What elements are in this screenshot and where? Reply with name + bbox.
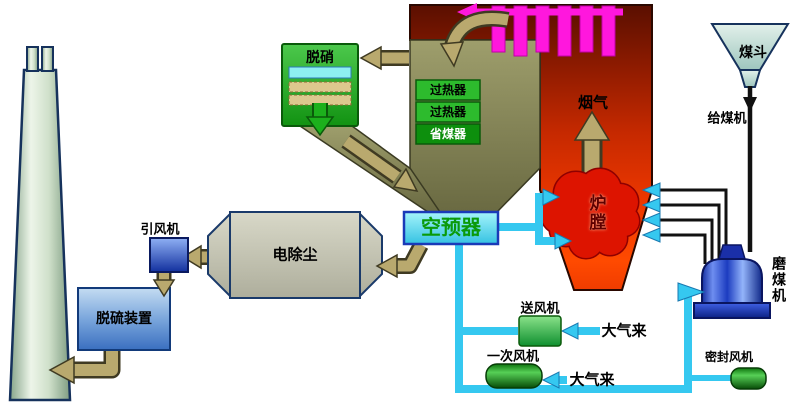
coal-feeder-line (743, 86, 757, 252)
coal-pipe-arrowheads (641, 182, 661, 243)
denox-unit (281, 43, 359, 137)
denox-catalyst-layer-1 (288, 81, 352, 93)
superheater-2-plate (415, 101, 481, 123)
air-inlet-1-label: 大气来 (601, 322, 647, 340)
furnace-flame-cloud (539, 167, 641, 260)
fgd-label: 脱硫装置 (96, 310, 152, 326)
coal-mill-shape (693, 244, 771, 319)
aph-to-esp-arrow (375, 241, 429, 279)
superheater-1-label: 过热器 (429, 83, 467, 97)
coal-feeder-label: 给煤机 (707, 110, 747, 126)
air-inlet-2-arrow (541, 371, 560, 389)
denox-label: 脱硝 (306, 49, 334, 65)
economizer-plate (415, 123, 481, 145)
air-preheater-label: 空预器 (421, 217, 481, 239)
id-fan-label: 引风机 (140, 221, 180, 237)
chimney (8, 46, 72, 402)
fgd-box (77, 287, 171, 351)
furnace-label: 炉膛 (586, 194, 606, 232)
denox-tube-layer (288, 66, 352, 79)
duct-diagonal-arrow (341, 134, 419, 192)
air-pipes (455, 193, 731, 393)
coal-mill-label: 磨煤机 (771, 256, 787, 304)
hot-air-upper-arrow (542, 188, 561, 206)
pa-fan-label: 一次风机 (486, 348, 540, 364)
fd-fan-label: 送风机 (520, 300, 560, 316)
flue-gas-up-arrow (573, 110, 611, 174)
heating-surface-plates (415, 79, 481, 145)
air-inlet-2-label: 大气来 (569, 371, 615, 389)
hot-air-lower-arrow (554, 232, 573, 250)
coal-pipes (660, 188, 728, 264)
fd-fan-box (518, 315, 562, 347)
seal-fan-label: 密封风机 (704, 350, 754, 364)
id-fan-box (149, 237, 189, 273)
pendant-tube-bank (491, 5, 616, 57)
pa-fan-box (485, 363, 543, 389)
rearpass-to-denox-arrow (359, 45, 409, 71)
superheater-2-label: 过热器 (429, 105, 467, 119)
air-preheater-box (402, 210, 500, 246)
flue-gas-label: 烟气 (577, 94, 609, 112)
air-pipe-arrowheads (541, 188, 579, 389)
esp-unit (207, 211, 383, 299)
economizer-label: 省煤器 (429, 127, 467, 141)
fgd-to-chimney-duct-arrow (48, 346, 121, 385)
esp-label: 电除尘 (272, 246, 318, 264)
coal-hopper-label: 煤斗 (739, 44, 767, 60)
superheater-1-plate (415, 79, 481, 101)
coal-hopper-shape (710, 23, 790, 88)
seal-fan-box (730, 367, 767, 390)
boiler-top-turn-arrow (439, 10, 510, 68)
mill-air-inlet-arrow (677, 282, 706, 302)
air-inlet-1-arrow (560, 322, 579, 340)
denox-down-arrow (305, 103, 335, 137)
